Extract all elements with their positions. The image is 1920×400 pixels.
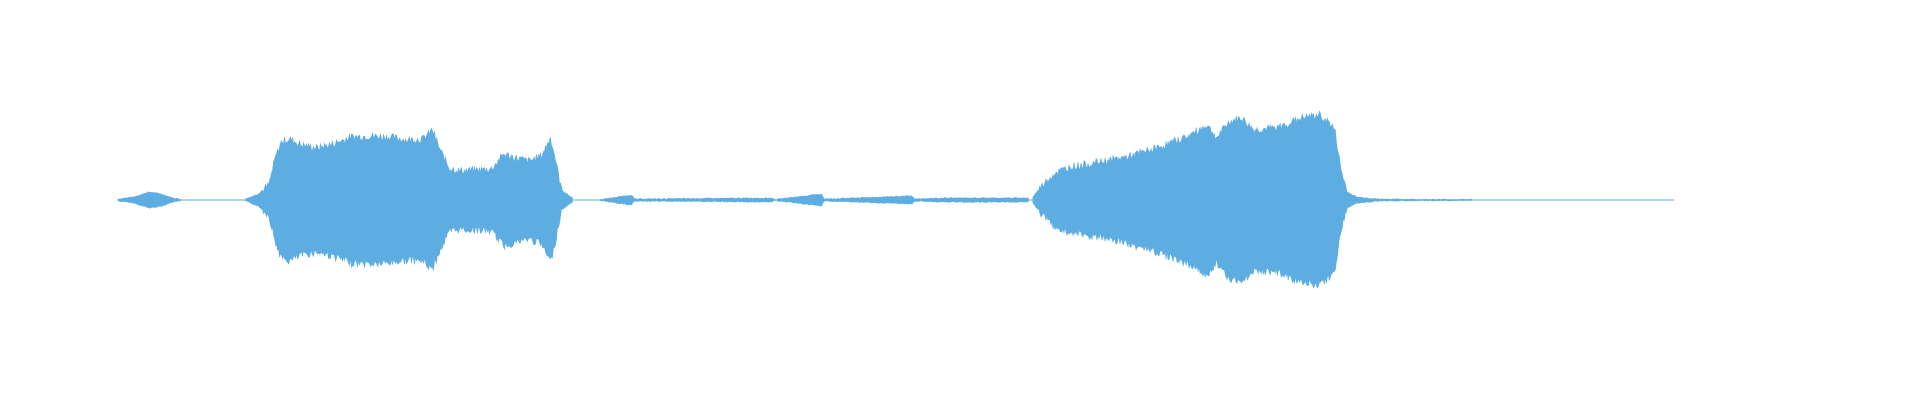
waveform-segments (117, 110, 1472, 289)
waveform-segment-blip-1 (117, 191, 181, 209)
waveform-segment-phrase-2 (1032, 110, 1379, 289)
waveform-segment-noise-floor (600, 193, 1029, 207)
waveform-segment-tail (1378, 198, 1472, 203)
waveform-segment-phrase-1 (245, 127, 573, 271)
